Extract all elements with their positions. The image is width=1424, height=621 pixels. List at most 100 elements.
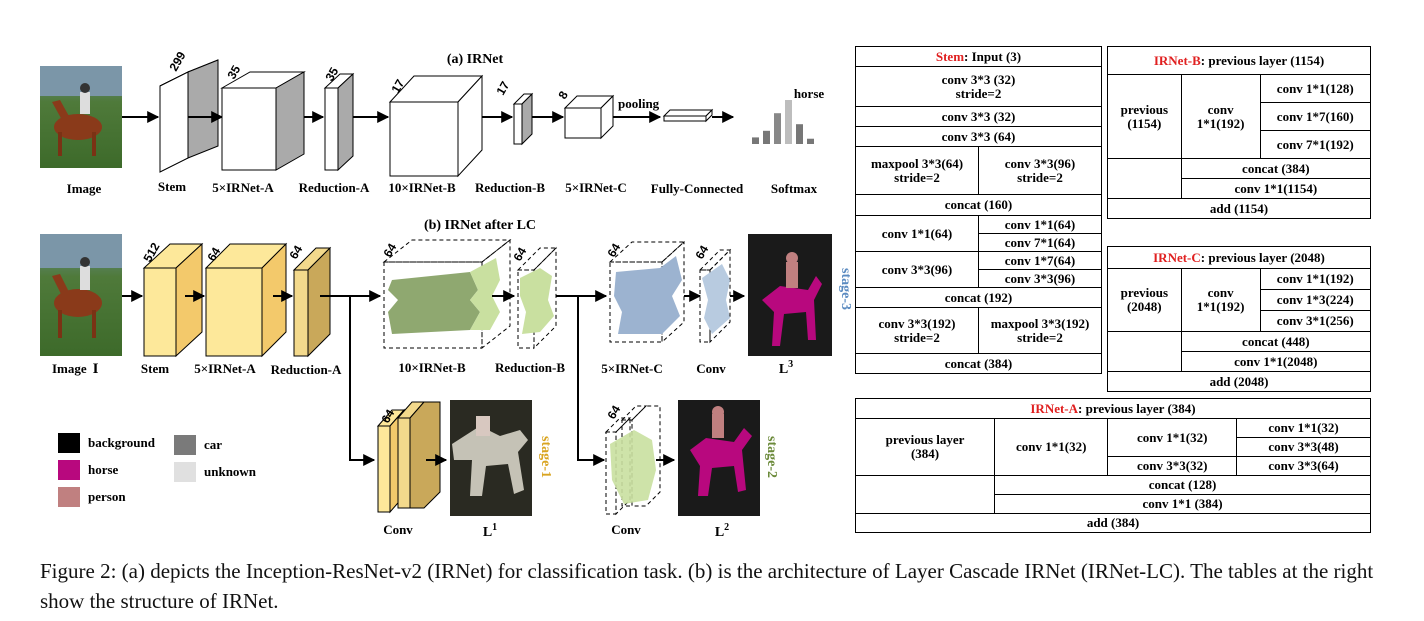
input-image-b xyxy=(40,234,122,356)
reduction-a-block-b xyxy=(292,246,332,358)
stem-r7b1: conv 1*7(64) xyxy=(978,251,1102,270)
stem-r4a2: stride=2 xyxy=(894,169,940,185)
label-irnet-c-b: 5×IRNet-C xyxy=(601,361,663,376)
irnet-b-c2: conv 1*7(160) xyxy=(1259,102,1372,131)
irnet-a-add: add (384) xyxy=(855,513,1371,533)
irnet-c-title-rest: : previous layer (2048) xyxy=(1200,249,1325,265)
stem-r4b: conv 3*3(96) xyxy=(1004,155,1076,171)
irnet-c-conv-out: conv 1*1(2048) xyxy=(1180,351,1372,372)
irnet-b-title-rest: : previous layer (1154) xyxy=(1200,52,1325,68)
legend-label-background: background xyxy=(88,435,156,450)
irnet-a-prev2: (384) xyxy=(910,446,940,461)
irnet-a-title-red: IRNet-A xyxy=(1030,400,1079,416)
label-irnet-a-b: 5×IRNet-A xyxy=(194,361,256,376)
stem-r4a: maxpool 3*3(64) xyxy=(870,155,964,171)
irnet-b-dim-b: 64 xyxy=(380,241,399,260)
irnet-b-conv-out: conv 1*1(1154) xyxy=(1180,178,1372,199)
softmax-bars xyxy=(752,100,814,144)
irnet-b-add: add (1154) xyxy=(1107,198,1371,219)
label-irnet-a-a: 5×IRNet-A xyxy=(212,180,274,195)
stem-r9a2: stride=2 xyxy=(894,329,940,345)
stem-dim-a: 299 xyxy=(166,49,188,74)
stem-r1: conv 3*3 (32) xyxy=(941,71,1016,87)
stem-title-red: Stem xyxy=(935,48,965,64)
label-softmax: Softmax xyxy=(771,181,818,196)
label-irnet-b-a: 10×IRNet-B xyxy=(388,180,456,195)
irnet-b-prev: previous xyxy=(1120,101,1169,117)
conv-block-stage2 xyxy=(604,405,661,516)
legend-label-horse: horse xyxy=(88,462,119,477)
conv-dim-stage2: 64 xyxy=(604,403,623,422)
stem-r6b1: conv 1*1(64) xyxy=(978,215,1102,234)
irnet-a-b2a: conv 1*1(32) xyxy=(1107,418,1238,457)
label-reduction-a-b: Reduction-A xyxy=(271,362,342,377)
legend-swatch-unknown xyxy=(174,462,196,482)
legend-label-person: person xyxy=(88,489,126,504)
irnet-b-block-b xyxy=(382,238,512,350)
label-reduction-b-b: Reduction-B xyxy=(495,360,565,375)
legend: background car horse unknown person xyxy=(58,433,257,507)
label-l3: L3 xyxy=(779,359,793,377)
label-image-a: Image xyxy=(67,181,102,196)
irnet-a-table: IRNet-A: previous layer (384) previous l… xyxy=(854,398,1371,533)
legend-swatch-horse xyxy=(58,460,80,480)
conv-block-stage1 xyxy=(376,401,441,514)
label-stem-b: Stem xyxy=(141,361,169,376)
label-l2: L2 xyxy=(715,522,729,540)
softmax-bar xyxy=(763,130,770,144)
reduction-b-block-a xyxy=(512,92,534,146)
stem-r9b2: stride=2 xyxy=(1017,329,1063,345)
irnet-b-title-red: IRNet-B xyxy=(1153,52,1201,68)
irnet-b-dim-a: 17 xyxy=(388,77,407,96)
irnet-c-c1: conv 1*1(192) xyxy=(1259,268,1372,290)
conv-block-stage3 xyxy=(698,248,732,344)
softmax-bar xyxy=(774,113,781,144)
reduction-b-dim-b: 64 xyxy=(510,245,529,264)
stage1-label: stage-1 xyxy=(538,436,553,478)
stem-r9b: maxpool 3*3(192) xyxy=(990,315,1090,331)
irnet-b-c3: conv 7*1(192) xyxy=(1259,130,1372,159)
label-reduction-b-a: Reduction-B xyxy=(475,180,545,195)
softmax-bar xyxy=(796,124,803,144)
irnet-a-block-a xyxy=(220,71,306,171)
label-conv-stage1: Conv xyxy=(383,522,413,537)
reduction-a-dim-b: 64 xyxy=(286,243,305,262)
stem-r8: concat (192) xyxy=(855,287,1102,308)
legend-label-car: car xyxy=(204,437,222,452)
legend-swatch-person xyxy=(58,487,80,507)
label-conv-stage2: Conv xyxy=(611,522,641,537)
reduction-a-block-a xyxy=(323,72,355,172)
stage2-label: stage-2 xyxy=(764,436,779,478)
stem-r4b2: stride=2 xyxy=(1017,169,1063,185)
input-image-a xyxy=(40,66,122,168)
reduction-b-block-b xyxy=(516,246,558,350)
irnet-a-dim-b: 64 xyxy=(204,245,223,264)
stem-r3: conv 3*3 (64) xyxy=(855,126,1102,147)
irnet-c-prev: previous xyxy=(1120,285,1169,300)
stem-r6a: conv 1*1(64) xyxy=(855,215,979,252)
output-l2-image xyxy=(678,400,760,516)
irnet-c-title-red: IRNet-C xyxy=(1153,249,1201,265)
legend-label-unknown: unknown xyxy=(204,464,257,479)
irnet-a-b2b: conv 3*3(32) xyxy=(1107,456,1238,476)
fully-connected-block xyxy=(662,108,714,123)
label-irnet-c-a: 5×IRNet-C xyxy=(565,180,627,195)
irnet-a-b3b: conv 3*3(48) xyxy=(1236,437,1371,457)
label-fc: Fully-Connected xyxy=(651,181,744,196)
output-l3-image xyxy=(748,234,832,356)
stem-block-b xyxy=(142,242,204,358)
irnet-c-block-a xyxy=(563,94,615,140)
figure-caption: Figure 2: (a) depicts the Inception-ResN… xyxy=(40,559,1374,613)
stem-title-rest: : Input (3) xyxy=(964,48,1022,64)
irnet-b-table: IRNet-B: previous layer (1154) previous(… xyxy=(1107,46,1372,219)
irnet-c-c2: conv 1*3(224) xyxy=(1259,289,1372,311)
irnet-a-prev: previous layer xyxy=(885,432,965,447)
irnet-c-add: add (2048) xyxy=(1107,371,1371,392)
irnet-b-concat: concat (384) xyxy=(1180,158,1372,179)
irnet-c-prev2: (2048) xyxy=(1126,299,1162,314)
softmax-bar xyxy=(752,137,759,144)
stem-r7a: conv 3*3(96) xyxy=(855,251,979,288)
irnet-a-title-rest: : previous layer (384) xyxy=(1078,400,1196,416)
